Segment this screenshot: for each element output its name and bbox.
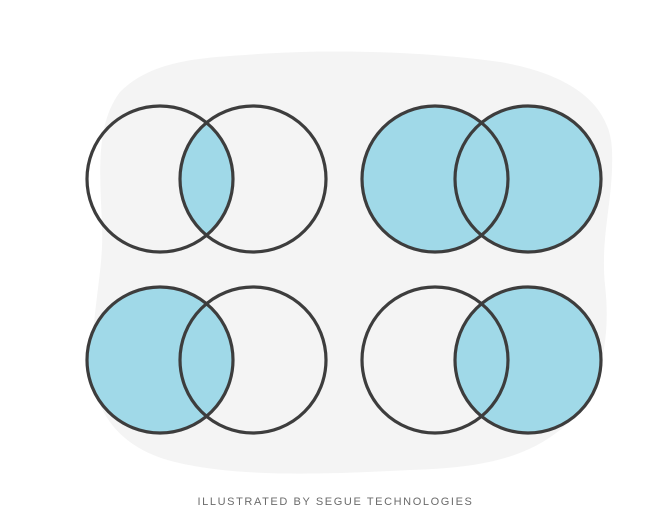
venn-intersection [85, 104, 328, 254]
union-right-circle [453, 104, 603, 254]
intersection-left-circle [85, 104, 235, 254]
right-set-left-circle [360, 285, 510, 435]
venn-left-set [85, 285, 328, 435]
intersection-overlap-fill [180, 106, 233, 252]
venn-union [360, 104, 603, 254]
left-set-left-circle [85, 285, 235, 435]
illustration-credit: ILLUSTRATED BY SEGUE TECHNOLOGIES [197, 496, 474, 508]
left-set-fill [87, 287, 233, 433]
right-set-fill [455, 287, 601, 433]
intersection-right-circle [178, 104, 328, 254]
right-set-right-circle [453, 285, 603, 435]
union-left-circle [360, 104, 510, 254]
left-set-right-circle [178, 285, 328, 435]
venn-right-set [360, 285, 603, 435]
union-right-fill [455, 106, 601, 252]
